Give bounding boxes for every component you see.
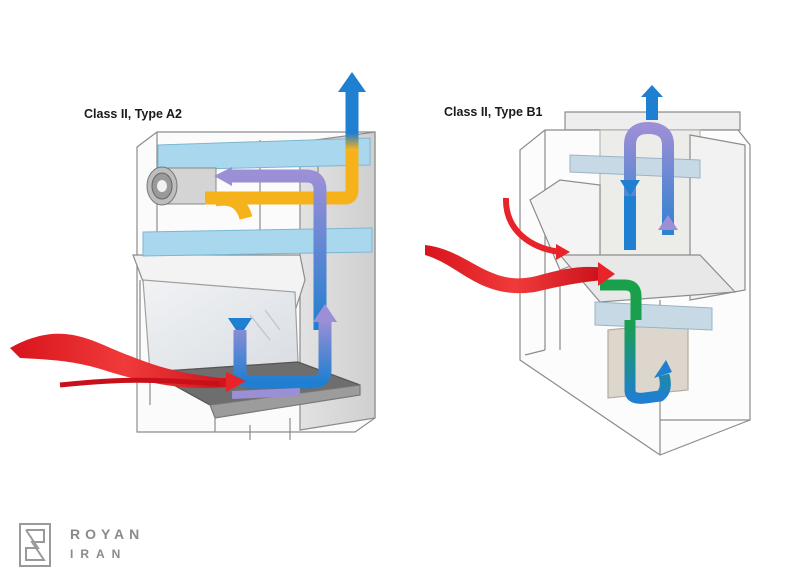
b1-room-air-stream: [425, 245, 605, 294]
a2-room-air-stream: [10, 333, 240, 389]
logo-line-2: IRAN: [70, 547, 128, 561]
type-b1-title: Class II, Type B1: [444, 105, 543, 119]
logo-line-1: ROYAN: [70, 526, 145, 542]
a2-exhaust-arrowhead: [338, 72, 366, 92]
royan-iran-logo: ROYAN IRAN: [18, 520, 139, 576]
a2-recirc-stream: [230, 169, 327, 330]
a2-exhaust-stream: [205, 90, 359, 205]
b1-exhaust-arrowhead: [641, 85, 663, 97]
b1-exhaust-filter: [594, 301, 713, 331]
a2-airflow: [10, 72, 366, 399]
a2-exhaust-filter: [157, 137, 371, 171]
b1-airflow: [425, 85, 678, 404]
b1-contaminated-stream: [600, 279, 642, 320]
type-a2-title: Class II, Type A2: [84, 107, 182, 121]
logo-mark-icon: [19, 523, 51, 567]
